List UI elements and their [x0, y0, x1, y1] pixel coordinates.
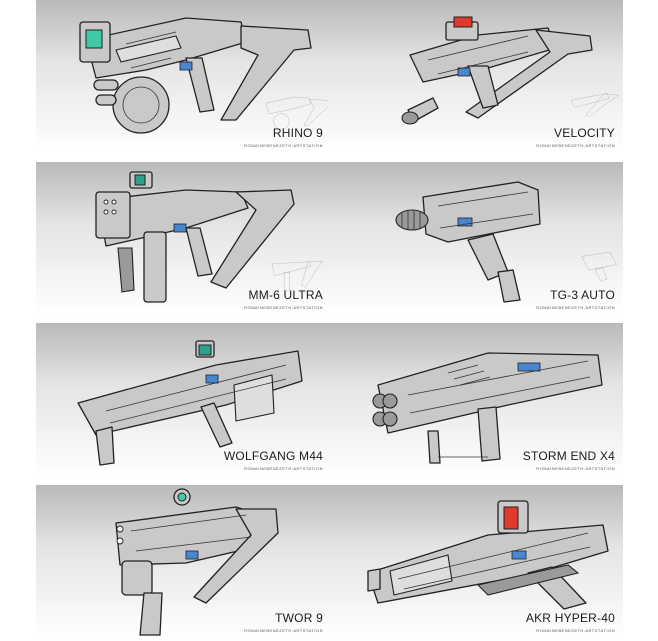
akr-hyper-optic-accent	[503, 506, 519, 530]
storm-end-x4-illustration	[372, 352, 603, 464]
akr-hyper-panel-tag	[511, 550, 527, 560]
panel-mm-6-ultra: MM-6 ULTRA ROMAINEBENEZETH.ARTSTATION	[36, 162, 331, 315]
artist-credit: ROMAINEBENEZETH.ARTSTATION	[536, 466, 615, 471]
storm-end-panel-tag	[517, 362, 541, 372]
weapon-name: AKR HYPER-40	[525, 611, 615, 625]
panel-storm-end-x4: STORM END X4 ROMAINEBENEZETH.ARTSTATION	[328, 323, 623, 476]
artist-credit: ROMAINEBENEZETH.ARTSTATION	[536, 628, 615, 633]
wolfgang-m44-illustration	[77, 340, 303, 466]
twor-9-panel-tag	[185, 550, 199, 560]
weapon-name: WOLFGANG M44	[223, 449, 323, 463]
tg-3-panel-tag	[457, 217, 473, 227]
wolfgang-optic-accent	[198, 344, 212, 356]
weapon-name: STORM END X4	[522, 449, 615, 463]
artist-credit: ROMAINEBENEZETH.ARTSTATION	[536, 143, 615, 148]
panel-wolfgang-m44: WOLFGANG M44 ROMAINEBENEZETH.ARTSTATION	[36, 323, 331, 476]
weapon-name: TWOR 9	[275, 611, 323, 625]
panel-twor-9: TWOR 9 ROMAINEBENEZETH.ARTSTATION	[36, 485, 331, 638]
weapon-name: RHINO 9	[272, 126, 323, 140]
weapon-name: VELOCITY	[554, 126, 615, 140]
wolfgang-panel-tag	[205, 374, 219, 384]
panel-tg-3-auto: TG-3 AUTO ROMAINEBENEZETH.ARTSTATION	[328, 162, 623, 315]
panel-rhino-9: RHINO 9 ROMAINEBENEZETH.ARTSTATION	[36, 0, 331, 153]
mm-6-ultra-illustration	[95, 171, 323, 303]
weapon-name: TG-3 AUTO	[550, 288, 615, 302]
artist-credit: ROMAINEBENEZETH.ARTSTATION	[244, 628, 323, 633]
twor-9-optic-accent	[177, 492, 187, 502]
artist-credit: ROMAINEBENEZETH.ARTSTATION	[244, 466, 323, 471]
mm-6-optic-accent	[134, 174, 146, 186]
artist-credit: ROMAINEBENEZETH.ARTSTATION	[244, 305, 323, 310]
rhino-9-panel-tag	[179, 61, 193, 71]
rhino-9-optic-accent	[85, 29, 103, 49]
artist-credit: ROMAINEBENEZETH.ARTSTATION	[536, 305, 615, 310]
panel-akr-hyper-40: AKR HYPER-40 ROMAINEBENEZETH.ARTSTATION	[328, 485, 623, 638]
velocity-optic-accent	[453, 16, 473, 28]
mm-6-panel-tag	[173, 223, 187, 233]
artist-credit: ROMAINEBENEZETH.ARTSTATION	[244, 143, 323, 148]
panel-velocity: VELOCITY ROMAINEBENEZETH.ARTSTATION	[328, 0, 623, 153]
tg-3-auto-illustration	[395, 181, 617, 303]
twor-9-illustration	[115, 488, 279, 636]
velocity-panel-tag	[457, 67, 471, 77]
weapon-name: MM-6 ULTRA	[248, 288, 323, 302]
velocity-illustration	[401, 16, 619, 125]
akr-hyper-40-illustration	[367, 500, 609, 610]
rhino-9-illustration	[79, 17, 330, 134]
